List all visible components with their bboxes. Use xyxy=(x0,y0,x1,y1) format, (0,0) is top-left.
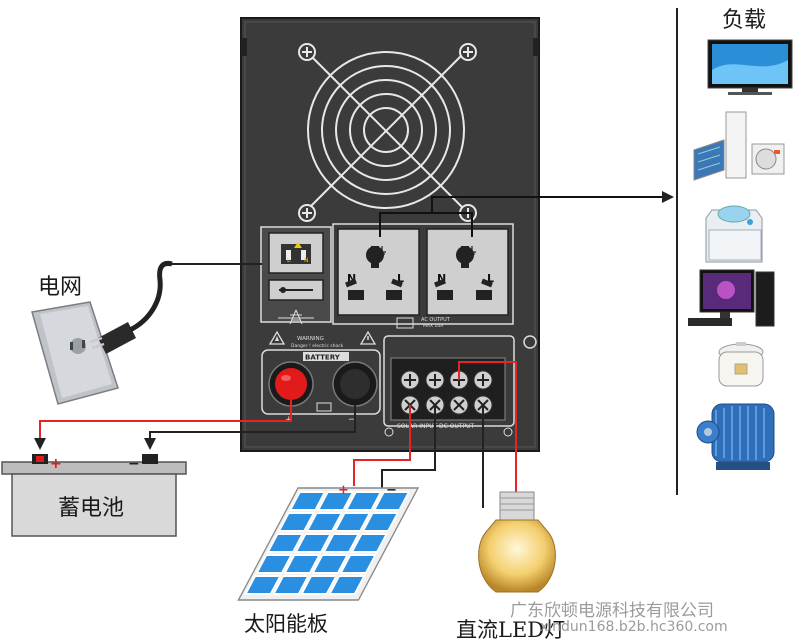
rice-cooker-icon xyxy=(718,342,764,387)
air-conditioner-icon xyxy=(693,111,785,181)
solar-cell xyxy=(344,491,383,511)
warning-label: WARNING Danger ! electric shock xyxy=(268,330,377,349)
washing-machine-icon xyxy=(705,205,763,263)
grid-label: 电网 xyxy=(38,275,83,300)
watermark-site: xindun168.b2b.hc360.com xyxy=(540,619,728,635)
watermark-company: 广东欣顿电源科技有限公司 xyxy=(510,601,714,621)
desktop-computer-icon xyxy=(688,269,775,327)
battery-panel-label: BATTERY xyxy=(305,354,341,362)
battery-label: 蓄电池 xyxy=(58,496,125,521)
load-label: 负载 xyxy=(722,8,767,33)
battery-minus-symbol: − xyxy=(348,415,356,425)
electric-motor-icon xyxy=(696,403,775,470)
cooling-fan xyxy=(298,43,477,222)
solar-cell xyxy=(255,554,293,574)
ac-inlet: L N xyxy=(260,226,332,325)
solar-plus: + xyxy=(338,483,349,498)
warning-detail: Danger ! electric shock xyxy=(291,343,344,349)
solar-cell xyxy=(277,512,316,532)
inlet-n-label: N xyxy=(304,257,309,264)
solar-cell xyxy=(350,533,389,553)
ac-output-max-label: MAX 10A xyxy=(423,323,444,329)
solar-cell xyxy=(272,575,310,595)
wires xyxy=(34,191,674,508)
solar-cell xyxy=(283,554,321,574)
socket-n-label: N xyxy=(437,272,446,285)
screw-icon xyxy=(298,43,477,222)
pylon-icon xyxy=(278,309,314,325)
storage-battery: + − xyxy=(1,454,187,537)
solar-cell xyxy=(372,491,411,511)
solar-cell xyxy=(316,491,355,511)
socket-n-label: N xyxy=(347,272,356,285)
warning-title: WARNING xyxy=(297,336,324,342)
solar-cell xyxy=(294,533,333,553)
wall-outlet xyxy=(31,301,119,405)
solar-cell xyxy=(333,512,372,532)
solar-cell xyxy=(339,554,377,574)
tv-icon xyxy=(707,39,793,95)
led-bulb-icon xyxy=(478,491,556,593)
led-lamp-label: 直流LED灯 xyxy=(456,618,566,642)
solar-cell xyxy=(244,575,282,595)
solar-cell xyxy=(328,575,366,595)
ac-output-label: AC OUTPUT xyxy=(421,317,451,323)
inlet-l-label: L xyxy=(287,257,291,264)
battery-terminals: BATTERY + − xyxy=(261,349,381,425)
solar-cell xyxy=(311,554,349,574)
ac-socket: N L xyxy=(337,228,420,316)
solar-cell xyxy=(300,575,338,595)
solar-cell xyxy=(361,512,400,532)
socket-l-label: L xyxy=(487,272,494,285)
ac-output-panel: N L N L AC OUTPUT MAX 10A xyxy=(332,223,514,329)
solar-panel xyxy=(237,487,420,601)
solar-cell xyxy=(305,512,344,532)
solar-cell xyxy=(266,533,305,553)
solar-cell xyxy=(288,491,327,511)
ac-socket: N L xyxy=(426,228,509,316)
socket-l-label: L xyxy=(397,272,404,285)
solar-cell xyxy=(322,533,361,553)
battery-plus: + xyxy=(50,456,62,472)
solar-panel-label: 太阳能板 xyxy=(244,612,328,636)
solar-minus: − xyxy=(386,483,397,498)
battery-minus: − xyxy=(128,456,140,472)
power-plug xyxy=(89,260,173,354)
